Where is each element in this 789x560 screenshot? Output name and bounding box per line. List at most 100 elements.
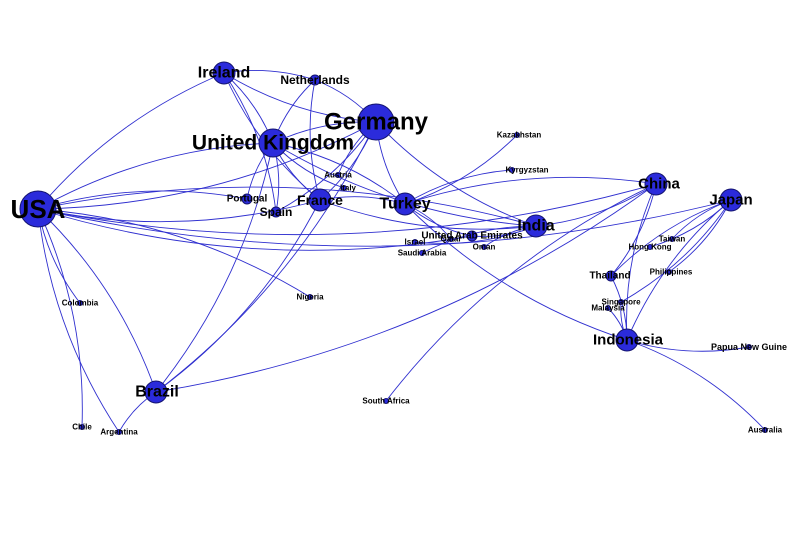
edge-turkey-kyrgyzstan [404,169,513,205]
edge-china-thailand [610,183,657,277]
edge-ireland-spain [223,72,277,213]
edge-usa-chile [37,208,83,428]
edge-usa-nigeria [37,208,311,298]
node-philippines[interactable] [666,269,672,275]
edge-ireland-germany [223,72,377,123]
node-qatar[interactable] [448,236,454,242]
label-hongkong: Hong Kong [628,243,671,252]
label-italy: Italy [340,184,357,193]
label-austria: Austria [324,171,352,180]
label-qatar: Qatar [441,235,462,244]
node-hongkong[interactable] [647,244,653,250]
label-uae: United Arab Emirates [421,231,523,242]
label-usa: USA [11,194,66,224]
node-austria[interactable] [335,172,341,178]
node-australia[interactable] [762,427,768,433]
edge-turkey-kazakhstan [404,134,518,205]
edge-usa-brazil [37,208,157,393]
node-china[interactable] [644,172,668,196]
node-thailand[interactable] [605,270,617,282]
edge-france-brazil [155,199,321,393]
edge-netherlands-france [309,79,321,201]
label-france: France [297,192,343,208]
label-argentina: Argentina [100,428,138,437]
label-australia: Australia [748,426,783,435]
label-singapore: Singapore [601,298,641,307]
node-portugal[interactable] [241,193,253,205]
node-uae[interactable] [466,230,478,242]
label-malaysia: Malaysia [591,304,625,313]
label-netherlands: Netherlands [280,73,350,87]
edge-usa-portugal [37,190,248,210]
edge-japan-singapore [620,199,732,303]
node-usa[interactable] [19,190,57,228]
node-southafrica[interactable] [383,398,389,404]
label-ireland: Ireland [198,65,250,82]
label-indonesia: Indonesia [593,332,664,349]
node-singapore[interactable] [618,299,624,305]
edge-usa-uk [37,142,274,210]
edge-usa-india [37,186,537,227]
label-turkey: Turkey [379,196,430,213]
node-malaysia[interactable] [605,305,611,311]
node-india[interactable] [524,214,548,238]
edge-usa-argentina [37,208,120,433]
node-saudiarabia[interactable] [419,250,425,256]
edge-indonesia-png [626,339,750,352]
label-spain: Spain [260,205,293,219]
label-germany: Germany [324,109,429,136]
node-taiwan[interactable] [669,236,675,242]
node-oman[interactable] [481,244,487,250]
label-uk: United Kingdom [192,132,354,155]
label-japan: Japan [709,192,752,209]
edge-turkey-indonesia [404,203,628,341]
edge-usa-germany [37,121,377,210]
node-israel[interactable] [412,239,418,245]
node-turkey[interactable] [393,192,417,216]
label-kazakhstan: Kazakhstan [497,131,542,140]
edge-germany-brazil [155,121,377,393]
node-colombia[interactable] [77,300,83,306]
node-germany[interactable] [357,103,395,141]
label-southafrica: South Africa [362,397,410,406]
node-italy[interactable] [341,185,347,191]
label-taiwan: Taiwan [659,235,686,244]
label-nigeria: Nigeria [296,293,324,302]
edge-china-brazil [155,183,657,393]
edge-france-india [319,199,537,230]
label-portugal: Portugal [227,194,268,205]
label-china: China [638,176,680,193]
label-kyrgyzstan: Kyrgyzstan [505,166,548,175]
node-uk[interactable] [258,128,288,158]
label-philippines: Philippines [650,268,693,277]
node-nigeria[interactable] [307,294,313,300]
node-argentina[interactable] [116,429,122,435]
edge-india-china [535,183,657,227]
label-india: India [517,218,554,235]
node-layer [19,61,768,435]
node-netherlands[interactable] [309,74,321,86]
edge-germany-india [375,121,537,227]
label-thailand: Thailand [589,271,630,282]
node-kazakhstan[interactable] [514,132,520,138]
node-kyrgyzstan[interactable] [509,167,515,173]
label-brazil: Brazil [135,384,179,401]
node-brazil[interactable] [144,380,168,404]
edge-turkey-china [404,176,657,205]
node-japan[interactable] [719,188,743,212]
node-france[interactable] [308,188,332,212]
node-png[interactable] [746,344,752,350]
node-ireland[interactable] [212,61,236,85]
edge-usa-ireland [37,72,225,210]
edge-indonesia-australia [626,339,766,431]
node-spain[interactable] [270,206,282,218]
node-indonesia[interactable] [615,328,639,352]
edge-china-indonesia [626,183,657,341]
edge-usa-uae [37,208,473,251]
node-chile[interactable] [79,424,85,430]
label-oman: Oman [473,243,496,252]
edge-japan-indonesia [626,199,732,341]
edge-uk-brazil [155,142,274,393]
